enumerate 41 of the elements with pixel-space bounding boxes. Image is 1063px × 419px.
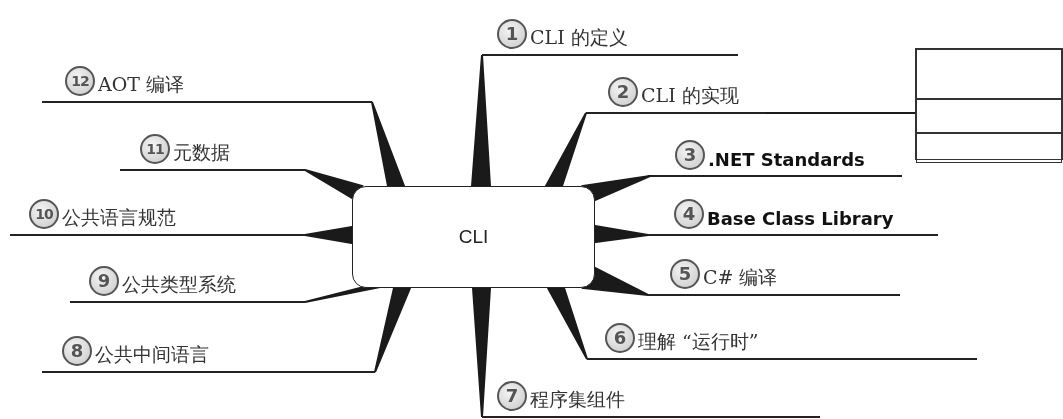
spike-connector <box>471 287 492 418</box>
center-box <box>352 186 595 288</box>
topic-label: 公共类型系统 <box>122 272 236 296</box>
topic-label: C# 编译 <box>703 265 778 289</box>
topic-label: 公共中间语言 <box>95 342 209 366</box>
table-cell <box>916 49 1062 99</box>
number-circle: 9 <box>89 266 119 296</box>
connector-line <box>765 112 916 114</box>
topic-label: 元数据 <box>173 140 230 164</box>
number-circle: 2 <box>608 77 638 107</box>
topic-label: AOT 编译 <box>98 72 184 96</box>
number-circle: 8 <box>62 336 92 366</box>
table-cell <box>916 133 1062 163</box>
number-circle: 6 <box>605 323 635 353</box>
topic-label: CLI 的实现 <box>641 83 739 107</box>
number-circle: 7 <box>497 381 527 411</box>
topic-label: Base Class Library <box>707 208 894 229</box>
number-circle: 1 <box>497 19 527 49</box>
number-circle: 5 <box>670 259 700 289</box>
number-circle: 12 <box>65 66 95 96</box>
number-circle: 3 <box>675 140 705 170</box>
spike-connector <box>304 225 353 245</box>
number-circle: 4 <box>674 199 704 229</box>
spike-connector <box>374 287 412 373</box>
spike-connector <box>546 287 588 360</box>
spike-connector <box>544 112 587 187</box>
number-circle: 11 <box>140 134 170 164</box>
topic-label: 程序集组件 <box>530 387 625 411</box>
spike-connector <box>470 54 492 187</box>
spike-connector <box>594 224 649 244</box>
center-label: CLI <box>458 226 489 248</box>
number-circle: 10 <box>29 199 59 229</box>
table-cell <box>916 99 1062 133</box>
spike-connector <box>304 169 364 200</box>
spike-connector <box>371 101 406 187</box>
topic-label: 公共语言规范 <box>62 205 176 229</box>
table <box>915 48 1063 160</box>
spike-connector <box>581 175 651 202</box>
topic-label: 理解 “运行时” <box>638 329 759 353</box>
topic-label: CLI 的定义 <box>530 25 628 49</box>
topic-label: .NET Standards <box>708 149 865 170</box>
